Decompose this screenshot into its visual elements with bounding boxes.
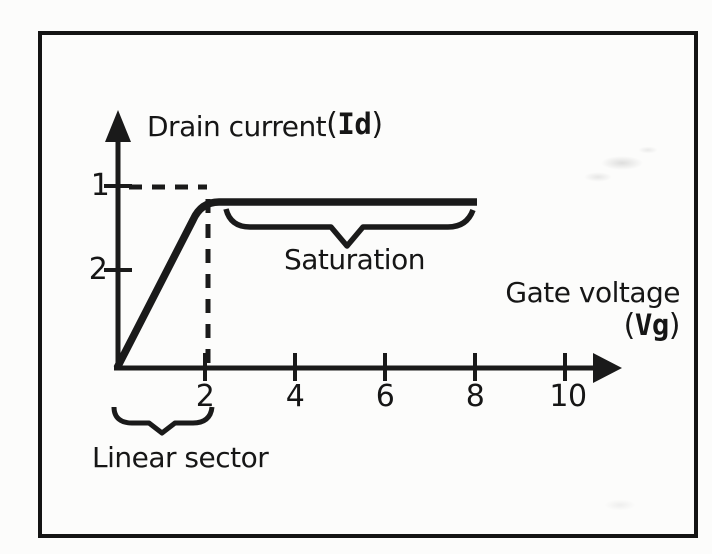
- saturation-brace: [223, 208, 476, 249]
- vg-paren-open: (: [623, 308, 636, 343]
- linear-sector-label: Linear sector: [92, 441, 269, 474]
- y-axis-title: Drain current ( Id ): [147, 107, 383, 143]
- y-tick-label-2: 2: [88, 252, 108, 287]
- y-axis-ticks: [104, 184, 132, 272]
- x-axis-ticks: [203, 353, 567, 381]
- id-symbol: Id: [337, 107, 372, 141]
- id-curve: [113, 198, 477, 370]
- vg-paren-close: ): [668, 308, 681, 343]
- x-axis-arrow-icon: [593, 353, 622, 383]
- y-tick-label-1: 1: [90, 168, 110, 203]
- x-tick-label-2: 2: [195, 379, 215, 414]
- x-axis-title: Gate voltage ( Vg ): [420, 279, 680, 341]
- y-axis-arrow-icon: [105, 110, 131, 142]
- linear-sector-brace: [111, 406, 215, 436]
- y-axis-title-text: Drain current: [147, 110, 327, 143]
- vg-symbol: Vg: [634, 308, 669, 342]
- id-paren-close: ): [371, 107, 383, 142]
- x-axis-symbol-row: ( Vg ): [420, 308, 681, 343]
- figure-frame: [38, 31, 698, 538]
- x-tick-label-4: 4: [285, 379, 305, 414]
- saturation-label: Saturation: [284, 243, 425, 276]
- x-tick-label-6: 6: [375, 379, 395, 414]
- x-tick-label-8: 8: [465, 379, 485, 414]
- x-axis-title-text: Gate voltage: [505, 276, 680, 309]
- id-paren-open: (: [326, 107, 338, 142]
- x-tick-label-10: 10: [549, 379, 587, 414]
